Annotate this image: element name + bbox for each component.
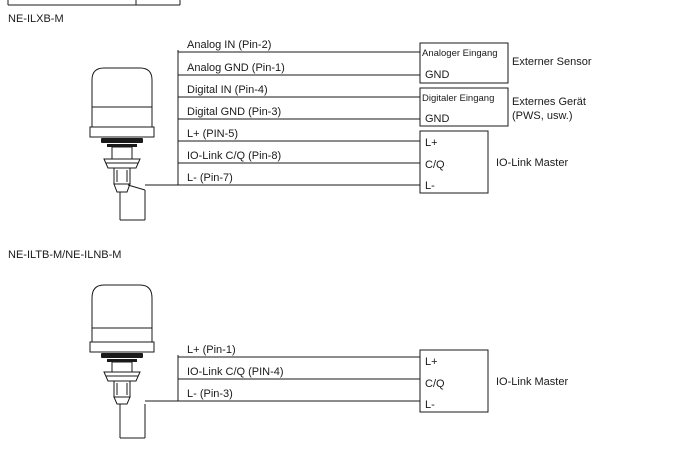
sensor-box-gnd: GND — [425, 69, 450, 81]
device-box-gnd: GND — [425, 113, 450, 125]
io-link-master-label-1: IO-Link Master — [496, 157, 568, 169]
external-sensor-box: Analoger Eingang GND — [419, 42, 509, 84]
wires-2 — [145, 355, 420, 402]
diagram1-title: NE-ILXB-M — [8, 13, 64, 25]
master1-l-plus: L+ — [425, 137, 438, 149]
sensor-box-input: Analoger Eingang — [422, 48, 498, 59]
diagram2-title: NE-ILTB-M/NE-ILNB-M — [8, 249, 121, 261]
wire2-label-1: L+ (Pin-1) — [187, 344, 236, 356]
external-device-label-2: (PWS, usw.) — [512, 110, 573, 122]
master2-cq: C/Q — [425, 378, 445, 390]
external-device-label-1: Externes Gerät — [512, 96, 586, 108]
wire-label-1: Analog IN (Pin-2) — [187, 39, 271, 51]
wire2-label-2: IO-Link C/Q (PIN-4) — [187, 366, 284, 378]
signal-tower-device-2 — [89, 284, 155, 439]
io-link-master-label-2: IO-Link Master — [496, 376, 568, 388]
wire-label-3: Digital IN (Pin-4) — [187, 84, 268, 96]
table-remnant — [7, 0, 181, 6]
wire-label-7: L- (Pin-7) — [187, 172, 233, 184]
wires-1 — [178, 51, 420, 186]
wire-label-4: Digital GND (Pin-3) — [187, 106, 281, 118]
io-link-master-box-1: L+ C/Q L- — [419, 130, 489, 194]
signal-tower-device-1 — [89, 67, 155, 221]
wire2-label-3: L- (Pin-3) — [187, 388, 233, 400]
wire-label-6: IO-Link C/Q (Pin-8) — [187, 150, 281, 162]
wire-label-2: Analog GND (Pin-1) — [187, 62, 285, 74]
master1-cq: C/Q — [425, 159, 445, 171]
external-device-box: Digitaler Eingang GND — [419, 87, 509, 127]
wire-label-5: L+ (PIN-5) — [187, 128, 238, 140]
io-link-master-box-2: L+ C/Q L- — [419, 349, 489, 413]
master1-l-minus: L- — [425, 180, 435, 192]
device-box-input: Digitaler Eingang — [422, 93, 494, 104]
external-sensor-label: Externer Sensor — [512, 56, 592, 68]
master2-l-plus: L+ — [425, 356, 438, 368]
master2-l-minus: L- — [425, 399, 435, 411]
